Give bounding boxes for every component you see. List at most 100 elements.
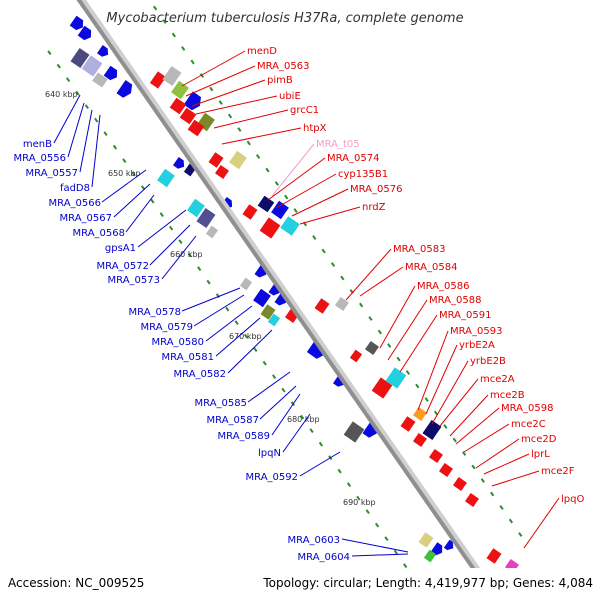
- leader-line: [523, 497, 560, 549]
- leader-line: [282, 413, 311, 453]
- gene-label-pimB[interactable]: pimB: [267, 75, 293, 86]
- leader-line: [483, 453, 530, 475]
- gene-label-MRA_0589[interactable]: MRA_0589: [218, 431, 270, 442]
- leader-line: [379, 285, 416, 349]
- leader-line: [425, 344, 458, 415]
- tick-mark: [443, 424, 448, 429]
- tick-mark: [197, 266, 202, 272]
- gene-label-cyp135B1[interactable]: cyp135B1: [338, 169, 388, 180]
- label-leader-lines: [53, 50, 560, 557]
- map-title: Mycobacterium tuberculosis H37Ra, comple…: [106, 11, 463, 26]
- position-label-680: 680 kbp: [287, 415, 320, 424]
- tick-mark: [169, 225, 174, 231]
- gene-label-MRA_0557[interactable]: MRA_0557: [26, 168, 78, 179]
- gene-label-grcC1[interactable]: grcC1: [290, 105, 319, 116]
- leader-line: [431, 360, 469, 425]
- gene-feature: [215, 165, 229, 179]
- leader-line: [195, 95, 278, 115]
- position-label-650: 650 kbp: [108, 169, 141, 178]
- tick-mark: [356, 495, 361, 501]
- gene-label-MRA_0587[interactable]: MRA_0587: [207, 415, 259, 426]
- gene-label-MRA_0556[interactable]: MRA_0556: [14, 153, 66, 164]
- gene-label-MRA_0603[interactable]: MRA_0603: [288, 535, 340, 546]
- tick-mark: [433, 410, 439, 416]
- leader-line: [247, 371, 291, 403]
- leader-line: [181, 50, 246, 87]
- gene-feature: [242, 204, 258, 220]
- gene-label-mce2F[interactable]: mce2F: [541, 466, 575, 477]
- gene-label-mce2C[interactable]: mce2C: [511, 419, 546, 430]
- gene-label-MRA_0604[interactable]: MRA_0604: [298, 552, 350, 563]
- gene-label-yrbE2B[interactable]: yrbE2B: [470, 356, 506, 367]
- leader-line: [463, 423, 510, 453]
- tick-mark: [300, 414, 305, 420]
- gene-label-MRA_0580[interactable]: MRA_0580: [152, 337, 204, 348]
- gene-feature: [77, 25, 92, 41]
- gene-label-MRA_0576[interactable]: MRA_0576: [350, 184, 402, 195]
- gene-label-MRA_0582[interactable]: MRA_0582: [174, 369, 226, 380]
- gene-label-menB[interactable]: menB: [23, 139, 52, 150]
- tick-mark: [243, 333, 249, 339]
- gene-label-MRA_0574[interactable]: MRA_0574: [327, 153, 379, 164]
- gene-feature: [183, 91, 201, 111]
- tick-mark: [396, 356, 401, 362]
- gene-feature: [169, 97, 187, 115]
- tick-mark: [359, 302, 364, 308]
- gene-feature: [439, 463, 453, 477]
- gene-label-MRA_0584[interactable]: MRA_0584: [405, 262, 457, 273]
- tick-mark: [312, 235, 317, 240]
- gene-label-MRA_0578[interactable]: MRA_0578: [129, 307, 181, 318]
- gene-label-MRA_0566[interactable]: MRA_0566: [49, 198, 101, 209]
- gene-label-gpsA1[interactable]: gpsA1: [105, 243, 136, 254]
- gene-label-MRA_0592[interactable]: MRA_0592: [246, 472, 298, 483]
- gene-label-menD[interactable]: menD: [247, 46, 277, 57]
- gene-label-mce2A[interactable]: mce2A: [480, 374, 515, 385]
- leader-line: [181, 287, 241, 312]
- gene-label-mce2D[interactable]: mce2D: [521, 434, 557, 445]
- gene-label-MRA_0583[interactable]: MRA_0583: [393, 244, 445, 255]
- gene-label-MRA_t05[interactable]: MRA_t05: [316, 139, 360, 150]
- leader-line: [101, 169, 147, 203]
- gene-label-MRA_0572[interactable]: MRA_0572: [97, 261, 149, 272]
- gene-label-MRA_0586[interactable]: MRA_0586: [417, 281, 469, 292]
- gene-label-fadD8[interactable]: fadD8: [60, 183, 90, 194]
- gene-label-ubiE[interactable]: ubiE: [279, 91, 301, 102]
- tick-mark: [281, 387, 286, 393]
- gene-feature: [423, 549, 437, 563]
- gene-label-MRA_0591[interactable]: MRA_0591: [439, 310, 491, 321]
- leader-line: [193, 294, 245, 327]
- tick-mark: [337, 468, 342, 474]
- gene-label-lpqN[interactable]: lpqN: [258, 448, 281, 459]
- gene-label-MRA_0581[interactable]: MRA_0581: [162, 352, 214, 363]
- gene-label-lpqO[interactable]: lpqO: [561, 494, 584, 505]
- gene-label-MRA_0568[interactable]: MRA_0568: [73, 228, 125, 239]
- tick-mark: [199, 73, 205, 78]
- tick-mark: [218, 100, 223, 105]
- gene-label-MRA_0579[interactable]: MRA_0579: [141, 322, 193, 333]
- gene-feature: [173, 157, 185, 169]
- gene-label-yrbE2A[interactable]: yrbE2A: [459, 340, 495, 351]
- gene-label-MRA_0567[interactable]: MRA_0567: [60, 213, 112, 224]
- gene-label-lprL[interactable]: lprL: [531, 449, 550, 460]
- gene-feature: [81, 55, 103, 77]
- position-label-660: 660 kbp: [170, 250, 203, 259]
- tick-mark: [499, 505, 504, 510]
- gene-label-MRA_0593[interactable]: MRA_0593: [450, 326, 502, 337]
- tick-mark: [480, 478, 485, 483]
- left-gene-labels: menB MRA_0556 MRA_0557 fadD8 MRA_0566 MR…: [14, 139, 350, 563]
- gene-label-MRA_0585[interactable]: MRA_0585: [195, 398, 247, 409]
- gene-label-MRA_0573[interactable]: MRA_0573: [108, 275, 160, 286]
- leader-line: [351, 553, 409, 557]
- gene-label-MRA_0588[interactable]: MRA_0588: [429, 295, 481, 306]
- tick-mark: [262, 360, 267, 366]
- gene-label-htpX[interactable]: htpX: [303, 123, 327, 134]
- gene-feature: [314, 298, 330, 314]
- gene-label-nrdZ[interactable]: nrdZ: [362, 202, 386, 213]
- leader-line: [271, 143, 315, 197]
- gene-feature: [280, 216, 300, 236]
- gene-label-MRA_0563[interactable]: MRA_0563: [257, 61, 309, 72]
- gene-label-mce2B[interactable]: mce2B: [490, 390, 525, 401]
- tick-mark: [56, 63, 61, 69]
- gene-label-MRA_0598[interactable]: MRA_0598: [501, 403, 553, 414]
